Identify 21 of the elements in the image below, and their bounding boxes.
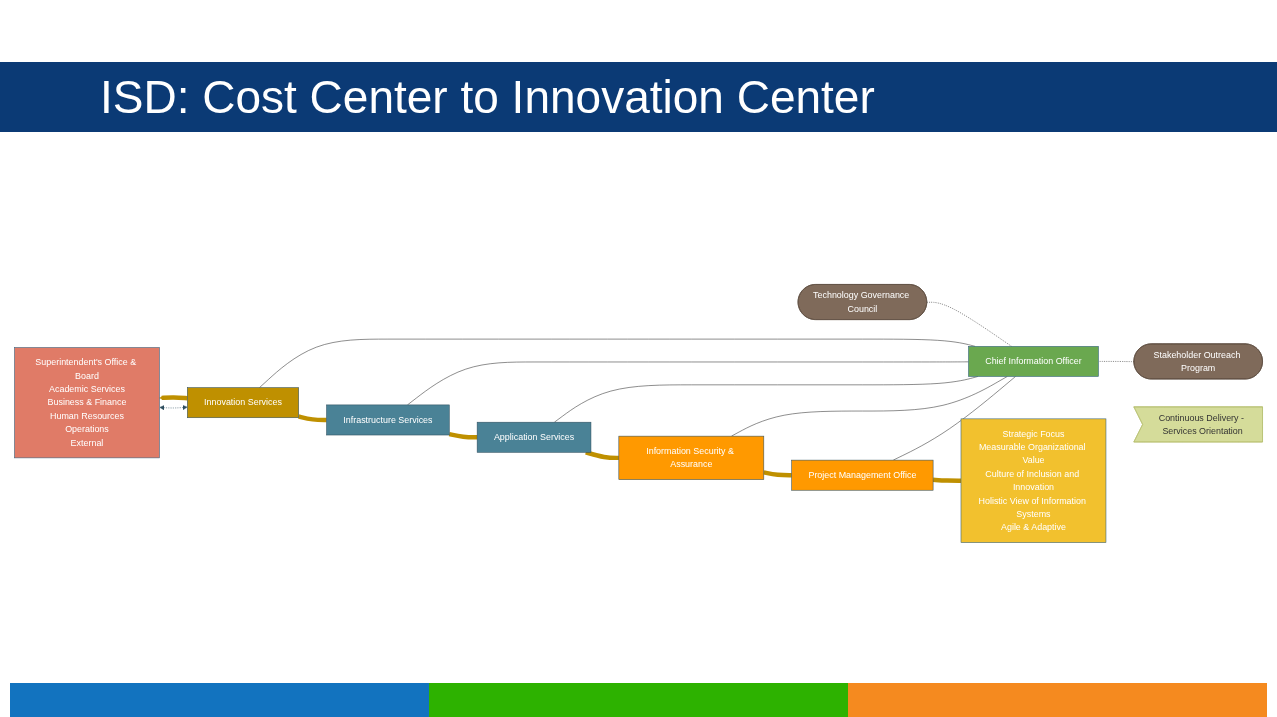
connector — [407, 361, 969, 406]
connector — [298, 414, 327, 423]
node-box — [791, 459, 934, 491]
node-box — [960, 418, 1107, 543]
connector — [1098, 361, 1135, 362]
node-box — [476, 421, 592, 453]
connector — [926, 301, 1012, 347]
connector — [893, 376, 1016, 461]
node-box — [187, 387, 299, 418]
node-box — [968, 346, 1099, 377]
connector — [585, 450, 619, 461]
connector — [731, 376, 1008, 437]
connector — [448, 431, 478, 440]
title-banner: ISD: Cost Center to Innovation Center — [0, 62, 1277, 132]
arrow — [159, 395, 188, 401]
connector — [932, 477, 961, 483]
flowchart: Stakeholder Outreach Program Chief Information Officer Technology Governance Council Superintendent's Office & Board Academic Services Business & Finance Human Resources Operations External Innovation Services Infrastructure Services Application Services Information Security & Assurance Project Management Office Strategic Focus Measurable Organizational Value Culture of Inclusion and Innovation Holistic View of Information Systems Agile & Adaptive Continuous Delivery - Services Orientation — [10, 279, 1267, 548]
node-box — [14, 347, 160, 459]
node-box — [618, 435, 765, 480]
connector — [763, 470, 792, 478]
node-box — [326, 404, 450, 436]
